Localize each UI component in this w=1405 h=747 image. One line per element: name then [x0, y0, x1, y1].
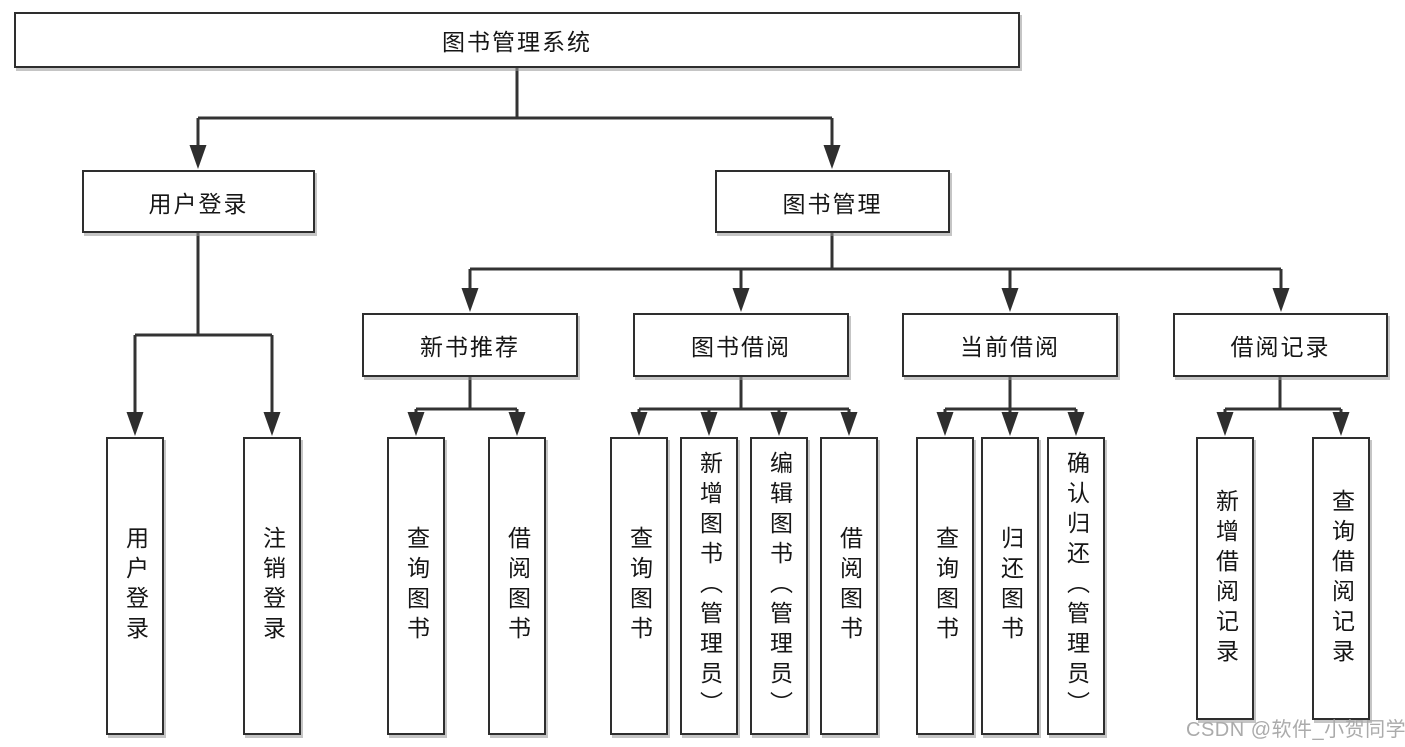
node-leaf-borrow-books-borrowing: 借阅图书 [820, 437, 878, 735]
node-leaf-user-login: 用户登录 [106, 437, 164, 735]
node-leaf-add-borrow-record: 新增借阅记录 [1196, 437, 1254, 720]
node-leaf-return-books: 归还图书 [981, 437, 1039, 735]
node-leaf-query-books-current: 查询图书 [916, 437, 974, 735]
node-leaf-query-books-newbook: 查询图书 [387, 437, 445, 735]
node-borrowing-records: 借阅记录 [1173, 313, 1388, 377]
node-leaf-query-borrow-record: 查询借阅记录 [1312, 437, 1370, 720]
node-current-borrowing: 当前借阅 [902, 313, 1118, 377]
node-leaf-borrow-books-newbook: 借阅图书 [488, 437, 546, 735]
node-new-book-recommendation: 新书推荐 [362, 313, 578, 377]
arrowheads [126, 145, 1350, 436]
node-leaf-logout-login: 注销登录 [243, 437, 301, 735]
watermark: CSDN @软件_小贺同学 [1186, 719, 1405, 741]
node-leaf-confirm-return-admin: 确认归还（管理员） [1047, 437, 1105, 735]
node-book-management: 图书管理 [715, 170, 950, 233]
connector-paths [133, 68, 1343, 414]
node-leaf-edit-books-admin: 编辑图书（管理员） [750, 437, 808, 735]
node-root-library-management-system: 图书管理系统 [14, 12, 1020, 68]
node-leaf-add-books-admin: 新增图书（管理员） [680, 437, 738, 735]
node-leaf-query-books-borrowing: 查询图书 [610, 437, 668, 735]
node-book-borrowing: 图书借阅 [633, 313, 849, 377]
node-user-login: 用户登录 [82, 170, 315, 233]
